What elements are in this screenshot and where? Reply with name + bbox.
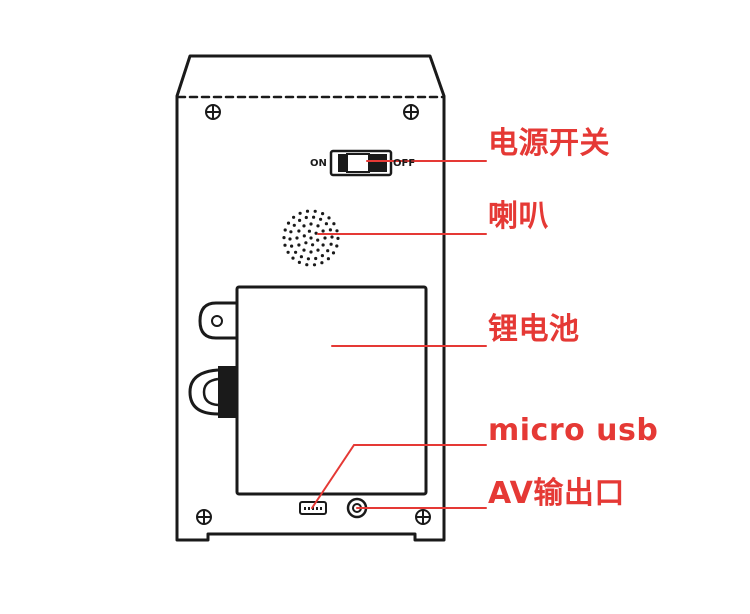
speaker-hole: [304, 215, 308, 220]
callout-power-switch: 电源开关: [488, 126, 610, 161]
speaker-hole: [336, 236, 340, 240]
speaker-hole: [297, 260, 301, 264]
power-switch-icon: [329, 149, 393, 177]
speaker-hole: [290, 244, 294, 248]
screw-icon-bottom-right: [415, 509, 431, 525]
speaker-hole: [330, 235, 334, 239]
speaker-hole: [320, 254, 324, 258]
speaker-hole: [302, 234, 306, 238]
speaker-hole: [304, 241, 308, 245]
callout-micro-usb: micro usb: [488, 413, 659, 448]
speaker-hole: [286, 221, 291, 225]
speaker-hole: [292, 223, 296, 227]
speaker-hole: [297, 243, 301, 247]
speaker-hole: [309, 236, 313, 240]
switch-on-label: ON: [310, 158, 327, 169]
speaker-hole: [302, 248, 306, 252]
speaker-hole: [314, 256, 318, 261]
speaker-hole: [321, 243, 325, 247]
speaker-hole: [328, 228, 332, 232]
device-case-outline: [175, 54, 446, 542]
speaker-hole: [305, 263, 309, 267]
speaker-hole: [307, 229, 311, 233]
speaker-hole: [311, 243, 315, 247]
speaker-hole: [324, 222, 328, 226]
speaker-hole: [329, 242, 333, 246]
switch-off-label: OFF: [393, 158, 416, 169]
speaker-hole: [335, 229, 339, 233]
speaker-hole: [283, 243, 287, 247]
callout-av-output: AV输出口: [488, 476, 625, 511]
speaker-hole: [295, 236, 299, 240]
speaker-hole: [306, 257, 310, 261]
speaker-hole: [302, 224, 306, 228]
speaker-hole: [299, 255, 303, 259]
speaker-hole: [332, 222, 336, 226]
speaker-hole: [289, 230, 293, 234]
speaker-hole: [314, 231, 318, 235]
screw-icon-top-right: [403, 104, 419, 120]
speaker-hole: [326, 257, 330, 261]
speaker-hole: [298, 218, 302, 222]
callout-speaker: 喇叭: [488, 199, 549, 234]
speaker-hole: [288, 237, 292, 241]
speaker-hole: [316, 238, 320, 242]
speaker-hole: [321, 229, 325, 233]
speaker-hole: [319, 217, 323, 221]
speaker-hole: [335, 244, 339, 248]
screw-icon-bottom-left: [196, 509, 212, 525]
speaker-hole: [283, 228, 287, 232]
speaker-hole: [316, 224, 320, 228]
speaker-hole: [298, 211, 302, 215]
speaker-hole: [313, 209, 317, 213]
speaker-hole: [286, 250, 290, 254]
callout-lithium-battery: 锂电池: [488, 312, 580, 347]
screw-icon-top-left: [205, 104, 221, 120]
speaker-hole: [312, 263, 317, 267]
battery-compartment-icon: [188, 285, 428, 496]
speaker-hole: [323, 236, 327, 240]
speaker-hole: [312, 215, 316, 219]
speaker-hole: [309, 222, 313, 226]
leader-line-micro-usb: [311, 444, 487, 509]
speaker-hole: [326, 249, 330, 253]
speaker-hole: [320, 261, 324, 265]
speaker-hole: [291, 256, 295, 260]
speaker-hole: [305, 209, 310, 213]
speaker-hole: [294, 250, 298, 254]
speaker-hole: [331, 251, 336, 255]
speaker-hole: [316, 248, 320, 252]
speaker-hole: [282, 236, 286, 240]
speaker-hole: [292, 215, 296, 219]
speaker-grille-icon: [282, 209, 340, 267]
speaker-hole: [297, 229, 301, 233]
speaker-hole: [321, 212, 325, 216]
speaker-hole: [327, 216, 331, 220]
speaker-hole: [309, 250, 313, 254]
